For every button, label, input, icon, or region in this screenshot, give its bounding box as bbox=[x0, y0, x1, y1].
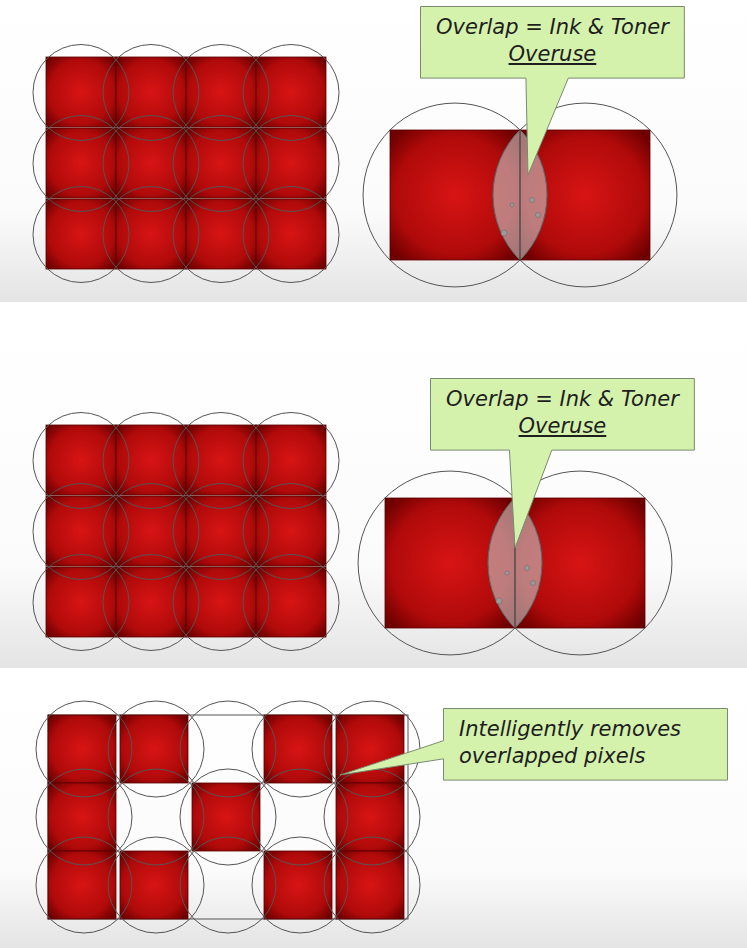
dot-circle bbox=[243, 484, 339, 580]
pixel-square bbox=[186, 496, 256, 566]
ink-drop bbox=[510, 203, 514, 207]
callout-bubble: Overlap = Ink & TonerOveruse bbox=[420, 6, 685, 79]
dot-circle bbox=[324, 837, 420, 933]
dot-circle bbox=[108, 837, 204, 933]
pixel-square bbox=[264, 715, 332, 783]
pixel-square bbox=[46, 57, 116, 127]
ink-drop bbox=[501, 230, 507, 236]
pixel-square bbox=[46, 128, 116, 198]
pixel-square bbox=[120, 851, 188, 919]
pixel-square bbox=[48, 783, 116, 851]
dot-circle bbox=[103, 413, 199, 509]
dot-circle bbox=[33, 555, 129, 651]
dot-circle bbox=[173, 187, 269, 283]
ink-drop bbox=[530, 198, 535, 203]
dot-circle bbox=[252, 837, 348, 933]
callout-outline bbox=[421, 7, 685, 176]
dot-circle bbox=[173, 555, 269, 651]
pixel-edge bbox=[520, 130, 521, 260]
pixel-square bbox=[116, 57, 186, 127]
panel-ground bbox=[0, 330, 747, 668]
dot-circle bbox=[33, 187, 129, 283]
dot-circle bbox=[33, 116, 129, 212]
dot-circle bbox=[180, 837, 276, 933]
dot-circle bbox=[33, 484, 129, 580]
pixel-square bbox=[264, 851, 332, 919]
pixel-square bbox=[192, 783, 260, 851]
pixel-square bbox=[186, 128, 256, 198]
pixel-square bbox=[48, 851, 116, 919]
dot-circle bbox=[103, 116, 199, 212]
pixel-square bbox=[48, 715, 116, 783]
callout-emphasis: Overuse bbox=[446, 413, 679, 440]
dot-circle bbox=[493, 103, 677, 287]
pixel-square bbox=[116, 199, 186, 269]
ink-drop bbox=[536, 213, 541, 218]
ink-drop bbox=[496, 598, 502, 604]
callout-outline bbox=[340, 709, 728, 781]
pixel-square bbox=[46, 496, 116, 566]
callout-text: Overlap = Ink & Toner bbox=[446, 386, 679, 413]
dot-circle bbox=[173, 116, 269, 212]
dot-circle bbox=[243, 45, 339, 141]
callout-emphasis: Overuse bbox=[436, 41, 669, 68]
dot-circle bbox=[103, 555, 199, 651]
dot-circle bbox=[33, 413, 129, 509]
callout-outline bbox=[431, 379, 695, 549]
pixel-square bbox=[46, 567, 116, 637]
ink-drop bbox=[505, 571, 509, 575]
dot-circle bbox=[243, 116, 339, 212]
pixel-square bbox=[256, 567, 326, 637]
pixel-square bbox=[186, 567, 256, 637]
pixel-square bbox=[116, 567, 186, 637]
pixel-square bbox=[186, 199, 256, 269]
dot-circle bbox=[36, 837, 132, 933]
dot-circle bbox=[173, 45, 269, 141]
callout-bubble: Intelligently removes overlapped pixels bbox=[443, 708, 728, 781]
pixel-square bbox=[46, 199, 116, 269]
grid-outline bbox=[48, 715, 408, 919]
ink-drop bbox=[525, 566, 530, 571]
dot-circle bbox=[243, 413, 339, 509]
dot-circle bbox=[103, 45, 199, 141]
dot-circle bbox=[173, 413, 269, 509]
pixel-square bbox=[336, 851, 404, 919]
dot-circle bbox=[33, 45, 129, 141]
pixel-square bbox=[120, 715, 188, 783]
dot-circle bbox=[243, 187, 339, 283]
ink-drop bbox=[531, 581, 536, 586]
dot-circle bbox=[173, 484, 269, 580]
pixel-square bbox=[256, 425, 326, 495]
pixel-square bbox=[46, 425, 116, 495]
dot-circle bbox=[103, 484, 199, 580]
dot-circle bbox=[363, 103, 547, 287]
dot-circle bbox=[243, 555, 339, 651]
pixel-square bbox=[116, 425, 186, 495]
pixel-square bbox=[186, 57, 256, 127]
pixel-square bbox=[256, 57, 326, 127]
pixel-square bbox=[256, 199, 326, 269]
pixel-square bbox=[336, 783, 404, 851]
pixel-square bbox=[256, 128, 326, 198]
callout-text: Overlap = Ink & Toner bbox=[436, 14, 669, 41]
pixel-square bbox=[186, 425, 256, 495]
callout-bubble: Overlap = Ink & TonerOveruse bbox=[430, 378, 695, 451]
panel-ground bbox=[0, 690, 747, 948]
pixel-square bbox=[116, 128, 186, 198]
pixel-square bbox=[256, 496, 326, 566]
callout-text: Intelligently removes overlapped pixels bbox=[459, 716, 712, 771]
dot-circle bbox=[103, 187, 199, 283]
panel-ground bbox=[0, 0, 747, 302]
pixel-square bbox=[116, 496, 186, 566]
